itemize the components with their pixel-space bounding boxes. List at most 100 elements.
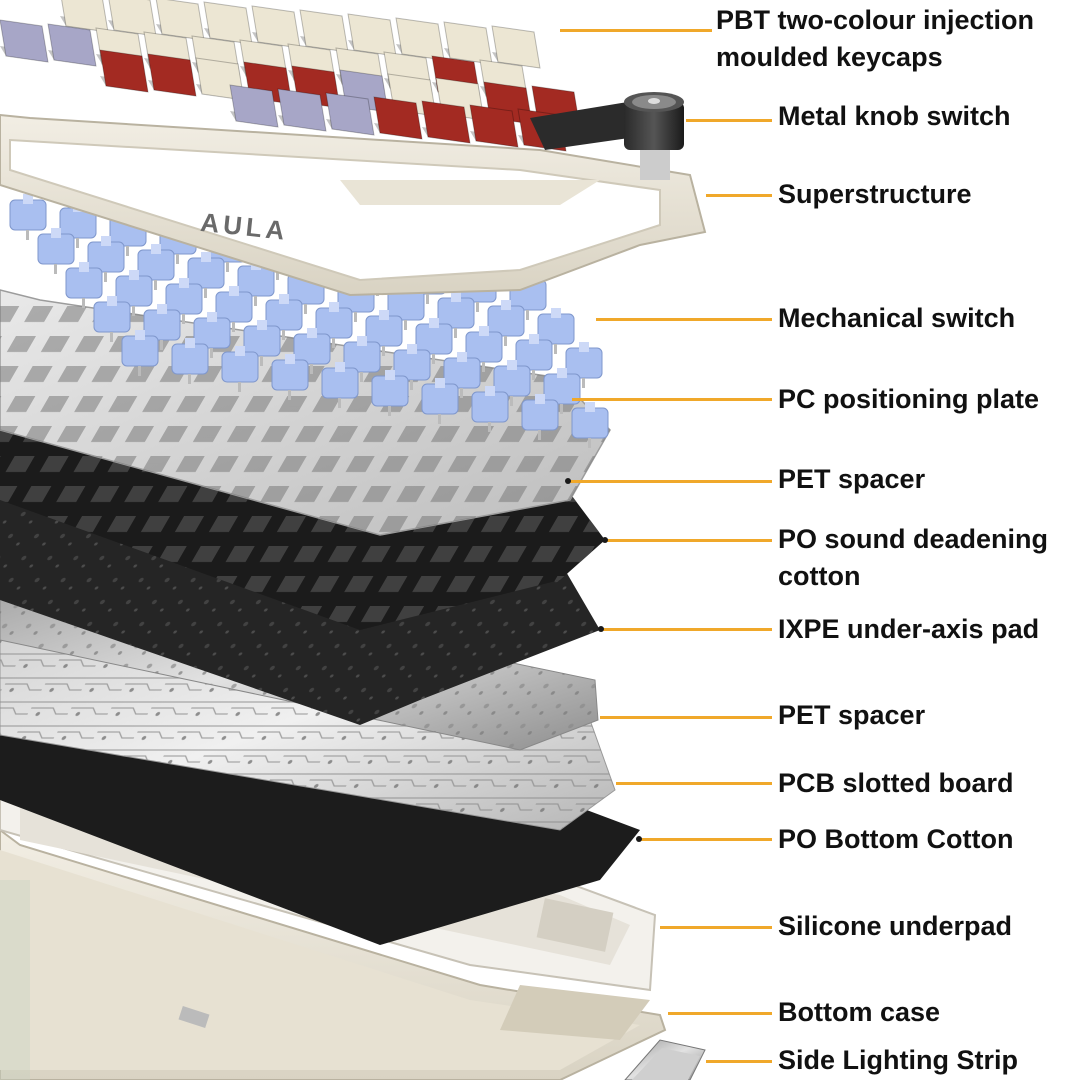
switch bbox=[37, 228, 75, 274]
keycap bbox=[155, 0, 205, 41]
bottom-case-part bbox=[0, 828, 667, 1080]
switch bbox=[65, 262, 103, 308]
label-po-cotton-line-2: cotton bbox=[778, 561, 861, 591]
leader-keycaps bbox=[560, 29, 712, 32]
leader-superstructure bbox=[706, 194, 772, 197]
leader-pcb bbox=[616, 782, 772, 785]
label-switch: Mechanical switch bbox=[778, 300, 1015, 337]
switch bbox=[571, 402, 609, 448]
keycap bbox=[299, 9, 349, 53]
switch bbox=[165, 278, 203, 324]
switch bbox=[415, 318, 453, 364]
label-pcb: PCB slotted board bbox=[778, 765, 1014, 802]
switch bbox=[537, 308, 575, 354]
label-knob-line-1: Metal knob switch bbox=[778, 101, 1011, 131]
label-silicone: Silicone underpad bbox=[778, 908, 1012, 945]
keycap bbox=[147, 53, 197, 97]
keycap bbox=[491, 25, 541, 69]
leader-switch bbox=[596, 318, 772, 321]
label-pet-spacer-1: PET spacer bbox=[778, 461, 925, 498]
label-bottom-case-line-1: Bottom case bbox=[778, 997, 941, 1027]
metal-knob-part bbox=[530, 92, 684, 180]
switch bbox=[343, 336, 381, 382]
leader-dot-po-cotton bbox=[602, 537, 608, 543]
switch bbox=[515, 334, 553, 380]
leader-silicone bbox=[660, 926, 772, 929]
switch bbox=[437, 292, 475, 338]
switch bbox=[9, 194, 47, 240]
keycap bbox=[277, 88, 327, 132]
leader-po-bottom bbox=[640, 838, 772, 841]
switch bbox=[487, 300, 525, 346]
leader-dot-pet-spacer-1 bbox=[565, 478, 571, 484]
keycaps-part bbox=[0, 0, 581, 152]
keycap bbox=[99, 49, 149, 93]
label-pcb-line-1: PCB slotted board bbox=[778, 768, 1014, 798]
switch bbox=[543, 368, 581, 414]
switch bbox=[215, 286, 253, 332]
switch bbox=[443, 352, 481, 398]
leader-lighting-strip bbox=[706, 1060, 772, 1063]
switch bbox=[265, 294, 303, 340]
leader-pet-spacer-1 bbox=[568, 480, 772, 483]
switch bbox=[243, 320, 281, 366]
keycap bbox=[347, 13, 397, 57]
switch bbox=[221, 346, 259, 392]
superstructure-part: AULA bbox=[0, 113, 707, 297]
label-po-bottom: PO Bottom Cotton bbox=[778, 821, 1013, 858]
label-keycaps-line-1: PBT two-colour injection bbox=[716, 5, 1034, 35]
keycap bbox=[395, 17, 445, 61]
label-po-cotton-line-1: PO sound deadening bbox=[778, 524, 1049, 554]
switch bbox=[371, 370, 409, 416]
switch bbox=[121, 330, 159, 376]
label-keycaps-line-2: moulded keycaps bbox=[716, 42, 943, 72]
switch bbox=[115, 270, 153, 316]
switch bbox=[365, 310, 403, 356]
label-bottom-case: Bottom case bbox=[778, 994, 940, 1031]
label-pet-spacer-2: PET spacer bbox=[778, 697, 925, 734]
switch bbox=[565, 342, 603, 388]
switch bbox=[87, 236, 125, 282]
leader-dot-po-bottom bbox=[636, 836, 642, 842]
switch bbox=[493, 360, 531, 406]
switch bbox=[193, 312, 231, 358]
keycap bbox=[443, 21, 493, 65]
label-superstructure: Superstructure bbox=[778, 176, 972, 213]
label-silicone-line-1: Silicone underpad bbox=[778, 911, 1013, 941]
label-superstructure-line-1: Superstructure bbox=[778, 179, 972, 209]
leader-pc-plate bbox=[572, 398, 772, 401]
label-pc-plate-line-1: PC positioning plate bbox=[778, 384, 1039, 414]
switch bbox=[321, 362, 359, 408]
switch bbox=[315, 302, 353, 348]
label-lighting-strip: Side Lighting Strip bbox=[778, 1042, 1018, 1079]
keycap bbox=[251, 5, 301, 49]
switch bbox=[93, 296, 131, 342]
switch bbox=[271, 354, 309, 400]
leader-knob bbox=[686, 119, 772, 122]
label-po-cotton: PO sound deadening cotton bbox=[778, 521, 1048, 595]
mechanical-switches-part bbox=[9, 194, 609, 448]
switch bbox=[471, 386, 509, 432]
keycap bbox=[325, 92, 375, 136]
keycap bbox=[0, 19, 49, 63]
label-pet-spacer-2-line-1: PET spacer bbox=[778, 700, 926, 730]
keycap bbox=[203, 1, 253, 45]
label-knob: Metal knob switch bbox=[778, 98, 1011, 135]
leader-pet-spacer-2 bbox=[600, 716, 772, 719]
label-lighting-strip-line-1: Side Lighting Strip bbox=[778, 1045, 1018, 1075]
label-pet-spacer-1-line-1: PET spacer bbox=[778, 464, 926, 494]
label-ixpe-pad: IXPE under-axis pad bbox=[778, 611, 1039, 648]
label-po-bottom-line-1: PO Bottom Cotton bbox=[778, 824, 1014, 854]
side-lighting-strip-part bbox=[624, 1039, 706, 1080]
keycap bbox=[421, 100, 471, 144]
keycap bbox=[469, 104, 519, 148]
switch bbox=[393, 344, 431, 390]
leader-dot-ixpe-pad bbox=[598, 626, 604, 632]
keycap bbox=[373, 96, 423, 140]
switch bbox=[465, 326, 503, 372]
switch bbox=[171, 338, 209, 384]
switch bbox=[521, 394, 559, 440]
switch bbox=[293, 328, 331, 374]
label-switch-line-1: Mechanical switch bbox=[778, 303, 1016, 333]
